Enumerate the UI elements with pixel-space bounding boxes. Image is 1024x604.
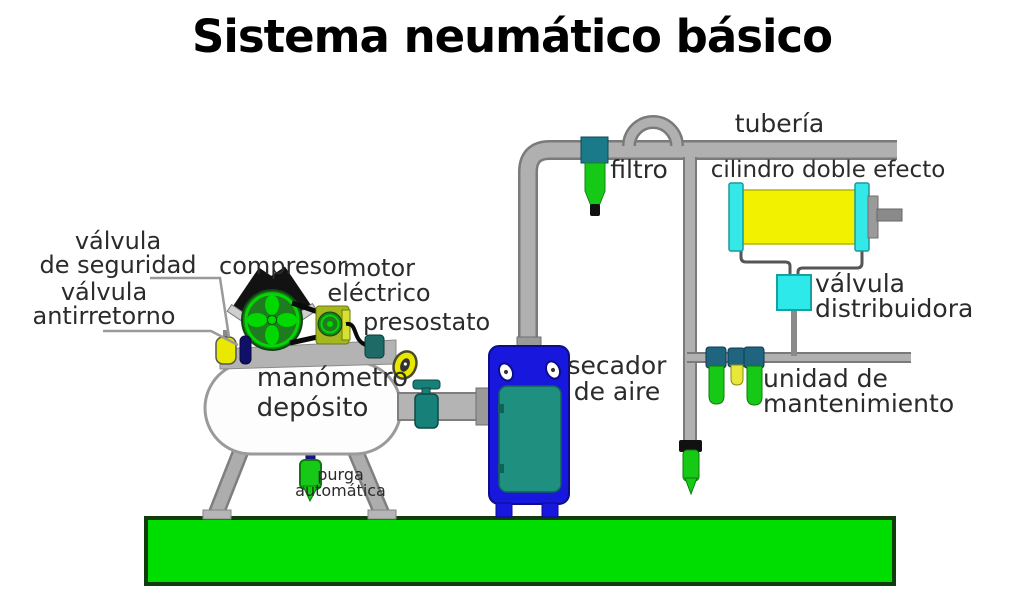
label-valvula-distribuidora-l2: distribuidora (815, 294, 974, 323)
label-purga-automatica: purga automática (288, 467, 393, 499)
label-motor-l1: motor (342, 254, 416, 282)
label-valvula-antirretorno-l1: válvula (60, 278, 148, 306)
label-filtro: filtro (610, 155, 668, 184)
label-valvula-seguridad-l2: de seguridad (39, 251, 197, 279)
shutoff-valve (414, 393, 439, 429)
dryer-door (498, 385, 562, 493)
pointer-line-safety-valve (150, 276, 231, 338)
label-secador-l1: secador (567, 351, 667, 380)
main-pipe (520, 142, 897, 344)
cylinder-hose-right (796, 249, 864, 277)
pointer-line-check-valve (103, 329, 239, 347)
leg-foot-left (202, 509, 232, 520)
cylinder-hose-left (739, 249, 792, 277)
label-valvula-distribuidora-l1: válvula (815, 269, 905, 298)
pipe-crossover-arch (624, 117, 682, 147)
piston-rod (876, 208, 903, 222)
label-unidad-mantenimiento: unidad de mantenimiento (763, 366, 954, 416)
label-motor-electrico: motor eléctrico (325, 256, 433, 306)
label-presostato: presostato (363, 308, 491, 336)
cylinder-cap-right (854, 182, 870, 252)
label-purga-l1: purga (317, 465, 364, 484)
label-cilindro-doble-efecto: cilindro doble efecto (710, 157, 946, 183)
ground (144, 516, 896, 586)
compressor-flywheel (241, 289, 303, 351)
label-valvula-antirretorno: válvula antirretorno (14, 280, 194, 328)
label-motor-l2: eléctrico (327, 279, 431, 307)
distribution-valve (776, 274, 812, 311)
label-deposito: depósito (256, 393, 369, 423)
leg-foot-right (367, 509, 397, 520)
check-valve (239, 335, 252, 365)
double-acting-cylinder (728, 182, 903, 252)
label-valvula-antirretorno-l2: antirretorno (32, 302, 176, 330)
pressure-switch-cable (345, 321, 367, 347)
maintenance-unit (705, 346, 765, 406)
label-unidad-l1: unidad de (763, 364, 888, 393)
label-purga-l2: automática (295, 481, 386, 500)
page-title: Sistema neumático básico (192, 10, 833, 63)
electric-motor (315, 305, 351, 345)
auto-drain-tip (302, 485, 319, 503)
outlet-pipe (397, 392, 481, 421)
label-tuberia: tubería (734, 109, 825, 138)
dryer-foot-right (541, 502, 559, 518)
label-unidad-l2: mantenimiento (763, 389, 955, 418)
pressure-gauge (392, 350, 418, 380)
safety-valve-stem (223, 330, 229, 339)
label-valvula-seguridad: válvula de seguridad (28, 229, 208, 277)
label-manometro: manómetro (256, 363, 409, 393)
label-compresor: compresor (219, 252, 347, 280)
cylinder-cap-left (728, 182, 744, 252)
label-secador-l2: de aire (573, 377, 661, 406)
air-dryer (488, 336, 570, 518)
pressure-switch (364, 334, 385, 359)
dryer-foot-left (495, 502, 513, 518)
label-secador-de-aire: secador de aire (556, 353, 678, 405)
cylinder-body (741, 189, 858, 245)
label-valvula-distribuidora: válvula distribuidora (815, 271, 973, 321)
safety-valve (215, 336, 237, 365)
label-valvula-seguridad-l1: válvula (74, 227, 162, 255)
air-filter (580, 136, 609, 216)
drain-bottle (679, 440, 702, 496)
